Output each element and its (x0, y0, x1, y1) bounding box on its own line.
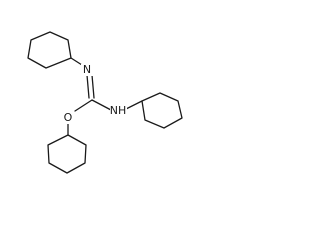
cyclohexyl-ring-top-left (27, 31, 72, 69)
amine-nitrogen-label: NH (110, 104, 127, 117)
double-bond-line-2 (91, 74, 95, 99)
ring-bonds (141, 92, 183, 129)
ring-bonds (47, 134, 87, 174)
cyclohexyl-ring-right (141, 92, 183, 129)
atom-labels: N NH O (62, 63, 127, 124)
ether-oxygen-label: O (64, 111, 73, 124)
chemical-structure-diagram: N NH O (27, 31, 183, 174)
cyclohexyl-ring-bottom (47, 134, 87, 174)
bond-central-c-to-nh (91, 99, 112, 111)
double-bond-line-1 (86, 74, 90, 99)
connecting-bonds (67, 57, 143, 136)
bond-central-c-to-o (74, 99, 93, 112)
ring-bonds (27, 31, 72, 69)
bond-ring-to-imine-n (70, 57, 83, 66)
imine-nitrogen-label: N (83, 63, 91, 76)
